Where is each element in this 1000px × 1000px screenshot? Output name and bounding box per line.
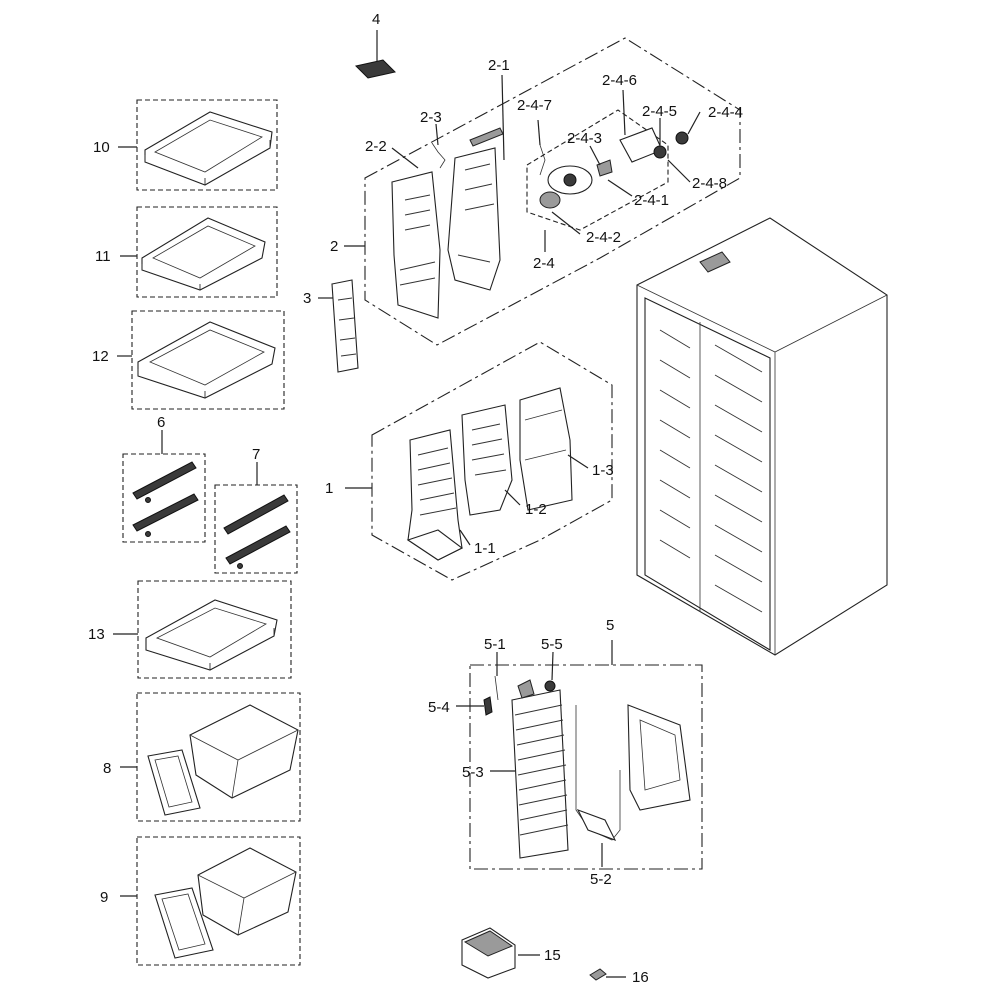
part-8-bin-cover — [147, 749, 201, 816]
part-8-bin-group: 8 — [103, 692, 301, 822]
callout-1-1: 1-1 — [474, 540, 496, 557]
part-2-4-box — [526, 109, 669, 231]
part-5-cover — [627, 704, 691, 811]
callout-11: 11 — [95, 248, 111, 265]
part-12-shelf — [137, 321, 276, 399]
part-8-bin — [189, 704, 299, 799]
part-13-shelf-group: 13 — [88, 580, 292, 679]
part-12-shelf-group: 12 — [92, 310, 285, 410]
callout-1: 1 — [325, 480, 333, 497]
part-13-box — [137, 580, 292, 679]
part-6-rail-lower — [132, 493, 199, 532]
callout-1-2: 1-2 — [525, 501, 547, 518]
cabinet-interior — [644, 297, 771, 651]
part-12-box — [131, 310, 285, 410]
callout-12: 12 — [92, 348, 109, 365]
callout-2-4-1: 2-4-1 — [634, 192, 669, 209]
callout-2-4-2: 2-4-2 — [586, 229, 621, 246]
part-1-assembly: 1 1-1 1-2 1-3 — [325, 341, 614, 581]
callout-1-3: 1-3 — [592, 462, 614, 479]
part-6-rail-group: 6 — [122, 414, 206, 543]
part-7-rail-lower — [225, 525, 291, 565]
part-5-assembly: 5 5-1 5-5 5-4 5-3 5-2 — [428, 617, 703, 888]
part-10-shelf — [144, 111, 273, 186]
part-11-shelf-group: 11 — [95, 206, 278, 298]
part-9-box — [136, 836, 301, 966]
part-2-4-4-cap — [675, 131, 689, 145]
callout-15: 15 — [544, 947, 561, 964]
part-1-outline — [371, 341, 613, 581]
part-9-bin-group: 9 — [100, 836, 301, 966]
part-10-shelf-group: 10 — [93, 99, 278, 191]
callout-2-4-4: 2-4-4 — [708, 104, 743, 121]
part-2-4-6-case — [619, 127, 663, 163]
callout-9: 9 — [100, 889, 108, 906]
callout-2-4-5: 2-4-5 — [642, 103, 677, 120]
part-15-group: 15 — [461, 927, 561, 979]
part-5-1-sensor — [494, 675, 499, 701]
part-1-2-panel — [461, 404, 513, 516]
part-3-group: 3 — [303, 279, 359, 373]
callout-3: 3 — [303, 290, 311, 307]
part-2-outline — [364, 37, 741, 346]
callout-5-1: 5-1 — [484, 636, 506, 653]
part-4-group: 4 — [355, 11, 396, 79]
part-13-shelf — [145, 599, 278, 671]
callout-2-4-6: 2-4-6 — [602, 72, 637, 89]
part-5-4-clip — [483, 696, 493, 716]
part-16-group: 16 — [589, 968, 649, 986]
callout-5-4: 5-4 — [428, 699, 450, 716]
part-2-4-3-clip — [596, 159, 613, 177]
part-3-gasket — [331, 279, 359, 373]
callout-2-1: 2-1 — [488, 57, 510, 74]
callout-5: 5 — [606, 617, 614, 634]
part-2-4-5-damper — [653, 145, 667, 159]
part-5-5-fuse — [544, 680, 556, 692]
part-2-2-duct — [391, 171, 441, 319]
cabinet-top-fitting — [699, 251, 731, 273]
callout-5-3: 5-3 — [462, 764, 484, 781]
callout-2-2: 2-2 — [365, 138, 387, 155]
part-6-box — [122, 453, 206, 543]
callout-2-4-3: 2-4-3 — [567, 130, 602, 147]
part-2-4-2-motor — [539, 191, 561, 209]
refrigerator-cabinet — [636, 217, 888, 656]
part-9-bin-cover — [154, 887, 214, 959]
callout-7: 7 — [252, 446, 260, 463]
part-7-rail-group: 7 — [214, 446, 298, 574]
callout-5-2: 5-2 — [590, 871, 612, 888]
part-5-3-evaporator — [511, 689, 569, 859]
callout-2-4: 2-4 — [533, 255, 555, 272]
part-2-4-7-wire — [539, 144, 546, 176]
part-7-box — [214, 484, 298, 574]
part-2-panel — [447, 147, 501, 291]
part-2-1-sensor — [469, 127, 504, 147]
callout-8: 8 — [103, 760, 111, 777]
part-1-3-cover — [519, 387, 573, 511]
callout-10: 10 — [93, 139, 110, 156]
part-16-screw — [589, 968, 607, 981]
callout-2-4-8: 2-4-8 — [692, 175, 727, 192]
callout-2: 2 — [330, 238, 338, 255]
part-7-rail-upper — [223, 494, 289, 535]
part-2-3-wire — [431, 142, 446, 169]
part-10-box — [136, 99, 278, 191]
callout-16: 16 — [632, 969, 649, 986]
part-5-outline — [469, 664, 703, 870]
callout-6: 6 — [157, 414, 165, 431]
callout-13: 13 — [88, 626, 105, 643]
part-6-rail-upper — [132, 461, 197, 500]
part-4-bracket — [355, 59, 396, 79]
callout-2-3: 2-3 — [420, 109, 442, 126]
part-11-box — [136, 206, 278, 298]
part-2-assembly: 2-1 2-2 2-3 2 2-4-7 2-4-6 2-4-5 2-4-4 2-… — [330, 37, 743, 346]
callout-4: 4 — [372, 11, 380, 28]
part-9-bin — [197, 847, 297, 936]
part-8-box — [136, 692, 301, 822]
callout-5-5: 5-5 — [541, 636, 563, 653]
callout-2-4-7: 2-4-7 — [517, 97, 552, 114]
